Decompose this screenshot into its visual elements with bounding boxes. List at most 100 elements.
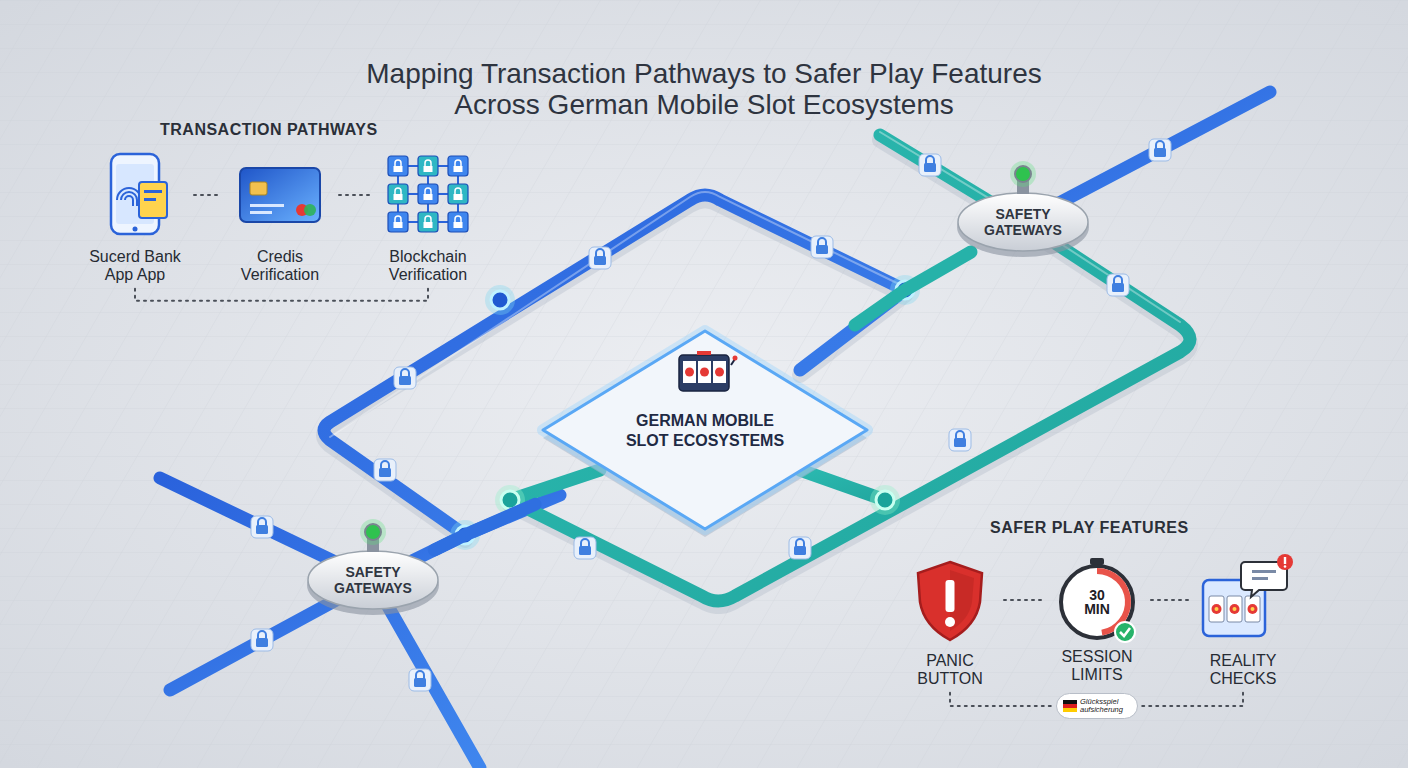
lock-icon — [379, 468, 391, 477]
lock-icon — [919, 154, 941, 176]
chain-icon — [424, 222, 433, 228]
hub-shape — [543, 331, 867, 529]
bank-icon — [144, 198, 156, 201]
chain-icon — [394, 222, 403, 228]
safety-feature: 30 MINSESSION LIMITS — [1045, 556, 1149, 685]
lock-icon — [796, 539, 804, 547]
safety-feature: PANIC BUTTON — [898, 556, 1002, 689]
chain-icon — [388, 156, 468, 232]
lock-icon — [926, 156, 934, 164]
lock-icon — [818, 238, 826, 246]
lock-icon — [1156, 141, 1164, 149]
reality-icon — [1215, 607, 1219, 611]
safety-gateway: SAFETY GATEWAYS — [957, 192, 1089, 252]
reality-icon — [1277, 554, 1293, 570]
lock-icon — [409, 669, 431, 691]
chain-icon — [448, 156, 468, 176]
blue-rails — [324, 195, 905, 535]
lock-icon — [251, 516, 273, 538]
node-label: Sucerd Bank App App — [78, 248, 192, 285]
lock-icon — [1149, 139, 1171, 161]
hub-shape — [543, 331, 867, 529]
teal-rails — [510, 135, 1190, 601]
regulator-badge: Glücksspiel aufsicherung — [1056, 693, 1138, 719]
card-icon — [304, 204, 316, 216]
lock-icon — [581, 539, 589, 547]
lock-icon — [811, 236, 833, 258]
gate-shape — [1010, 161, 1036, 187]
timer-icon — [1061, 558, 1135, 642]
reality-icon — [1233, 607, 1237, 611]
lock-icon — [789, 537, 811, 559]
bank-icon — [121, 192, 137, 206]
hub-label: GERMAN MOBILE SLOT ECOSYSTEMS — [620, 411, 790, 451]
dotted-connector — [1142, 693, 1243, 706]
slot-machine-icon — [685, 368, 694, 377]
badge-label: Glücksspiel aufsicherung — [1080, 698, 1132, 715]
lock-icon — [374, 459, 396, 481]
chain-icon — [455, 188, 461, 194]
reality-icon — [1252, 577, 1268, 580]
icon-shape — [1191, 556, 1295, 644]
timer-icon — [1115, 622, 1135, 642]
chain-icon — [424, 194, 433, 200]
badge-shape — [1063, 704, 1077, 708]
card-icon — [240, 168, 320, 222]
blue-rails — [160, 478, 480, 768]
card-icon — [250, 182, 267, 195]
chain-icon — [394, 166, 403, 172]
gate-shape — [1015, 166, 1031, 182]
slot-machine-icon — [713, 361, 726, 383]
lock-icon — [1107, 274, 1129, 296]
badge-shape — [1063, 700, 1077, 704]
lock-icon — [251, 629, 273, 651]
shield-icon — [918, 562, 982, 640]
gate-shape — [958, 193, 1088, 251]
reality-icon — [1252, 570, 1276, 573]
lock-icon — [1154, 148, 1166, 157]
lock-icon — [1149, 139, 1171, 161]
lock-icon — [394, 367, 416, 389]
lock-icon — [414, 678, 426, 687]
reality-icon — [1212, 604, 1222, 614]
reality-icon — [1227, 596, 1242, 622]
payment-method: Sucerd Bank App App — [78, 150, 192, 285]
junction-dots — [876, 491, 894, 509]
bank-icon — [125, 196, 133, 206]
chain-icon — [454, 194, 463, 200]
bank-icon — [111, 154, 167, 234]
rail-connector — [434, 504, 535, 550]
chain-icon — [454, 222, 463, 228]
card-icon — [250, 204, 284, 207]
lock-icon — [924, 163, 936, 172]
gate-shape — [360, 519, 386, 545]
reality-icon — [1203, 554, 1293, 636]
lock-icon — [594, 256, 606, 265]
chain-icon — [418, 212, 438, 232]
slot-machine-icon — [679, 355, 729, 391]
gateway-label: SAFETY GATEWAYS — [327, 564, 419, 596]
chain-icon — [455, 160, 461, 166]
blue-rails — [160, 92, 1270, 768]
chain-icon — [394, 194, 403, 200]
hub-shape — [535, 325, 875, 535]
chain-icon — [425, 216, 431, 222]
icon-shape — [371, 150, 485, 240]
chain-icon — [395, 216, 401, 222]
bank-icon — [117, 188, 141, 206]
lock-icon — [574, 537, 596, 559]
lock-icon — [258, 631, 266, 639]
lock-icon — [919, 154, 941, 176]
slot-machine-icon — [683, 361, 696, 383]
diagram-title: Mapping Transaction Pathways to Safer Pl… — [344, 58, 1064, 121]
lock-icon — [416, 671, 424, 679]
junction-dots — [485, 285, 515, 315]
node-label: REALITY CHECKS — [1191, 652, 1295, 689]
slot-machine-icon — [715, 368, 724, 377]
junction-dots — [491, 291, 509, 309]
lock-icon — [251, 629, 273, 651]
chain-icon — [418, 156, 438, 176]
chain-icon — [418, 184, 438, 204]
lock-icon — [954, 438, 966, 447]
